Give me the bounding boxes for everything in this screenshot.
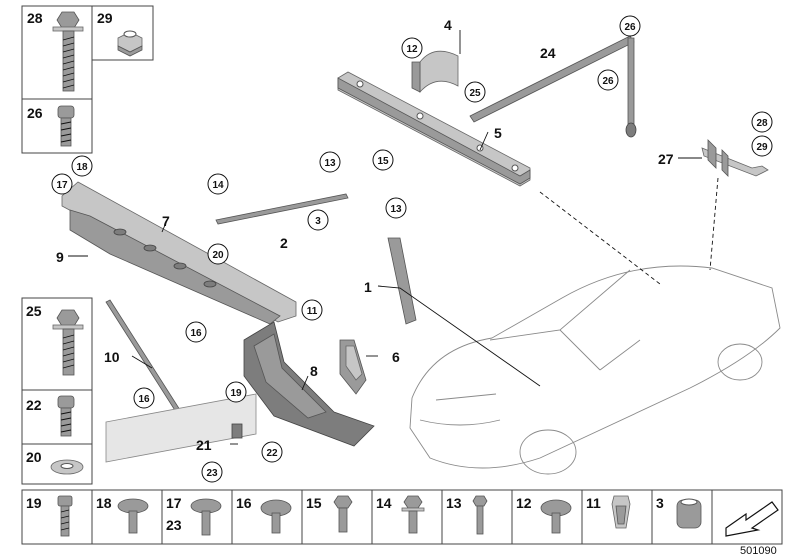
callout-22: 22 [266,448,278,459]
bottom-box-13: 13 [441,489,513,545]
leader-lines [68,30,719,445]
bottom-box-17-23: 17 23 [161,489,233,545]
box-26: 26 [21,98,93,154]
callout-14: 14 [212,180,224,191]
callout-15: 15 [377,156,389,167]
callout-23: 23 [206,468,218,479]
box-26-label: 26 [27,105,43,121]
box-20: 20 [21,443,93,485]
box-28-label: 28 [27,10,43,26]
callout-20: 20 [212,250,224,261]
box-22-label: 22 [26,397,42,413]
bottom-box-18-label: 18 [96,495,112,511]
circle-callouts: 12 26 26 25 15 28 29 18 17 14 13 3 13 20… [51,15,773,483]
callout-8: 8 [310,363,318,379]
callout-11: 11 [307,306,318,317]
part-24-strut [469,35,637,138]
bottom-box-14-label: 14 [376,495,392,511]
bottom-box-18: 18 [91,489,163,545]
callout-13a: 13 [324,158,336,169]
bottom-box-23-label: 23 [166,517,182,533]
callout-7: 7 [162,213,170,229]
part-27-bracket [701,139,769,177]
callout-18: 18 [76,162,88,173]
callout-5: 5 [494,125,502,141]
bottom-box-19-label: 19 [26,495,42,511]
bottom-box-19: 19 [21,489,93,545]
bottom-box-11: 11 [581,489,653,545]
part-1-strut [387,237,417,325]
arrow-box [711,489,783,545]
callout-29: 29 [756,142,768,153]
part-21-plate [105,393,257,463]
box-28: 28 [21,5,93,100]
bottom-box-12-label: 12 [516,495,532,511]
callout-21: 21 [196,437,212,453]
bottom-box-13-label: 13 [446,495,462,511]
box-22: 22 [21,389,93,445]
part-8-guide [243,321,375,447]
callout-12: 12 [406,44,418,55]
bottom-box-3: 3 [651,489,713,545]
arrow-icon [725,501,779,537]
callout-19: 19 [230,388,242,399]
box-25-label: 25 [26,303,42,319]
bottom-box-15: 15 [301,489,373,545]
callout-13b: 13 [390,204,402,215]
washer-icon [50,459,84,475]
part-5-carrier [337,71,531,187]
callout-17: 17 [56,180,68,191]
box-25: 25 [21,297,93,391]
callout-3: 3 [315,216,321,227]
callout-26b: 26 [602,76,614,87]
nut-icon [117,30,143,57]
box-29: 29 [91,5,154,61]
callout-16b: 16 [138,394,150,405]
part-7-panel [61,181,297,325]
bottom-box-12: 12 [511,489,583,545]
callout-16a: 16 [190,328,202,339]
callout-2: 2 [280,235,288,251]
callout-1: 1 [364,279,372,295]
part-2-rod [215,193,349,225]
car-outline [409,265,781,475]
part-6-bracket [339,339,367,395]
diagram-number: 501090 [740,545,777,557]
box-29-label: 29 [97,10,113,26]
callout-6: 6 [392,349,400,365]
bottom-box-11-label: 11 [586,495,601,511]
bolt-icon [52,11,84,92]
bottom-box-14: 14 [371,489,443,545]
bottom-box-17-label: 17 [166,495,182,511]
bottom-box-16-label: 16 [236,495,252,511]
callout-4: 4 [444,17,452,33]
callout-25: 25 [469,88,481,99]
callout-10: 10 [104,349,120,365]
bottom-box-15-label: 15 [306,495,322,511]
flange-bolt-icon [52,309,84,376]
callout-26a: 26 [624,22,636,33]
bottom-box-3-label: 3 [656,495,664,511]
callout-9: 9 [56,249,64,265]
screw-icon [57,105,75,147]
callout-28: 28 [756,118,768,129]
callout-27: 27 [658,151,674,167]
callout-24: 24 [540,45,556,61]
box-20-label: 20 [26,449,42,465]
screw-icon [57,395,75,437]
part-4-bracket [411,50,459,94]
bottom-box-16: 16 [231,489,303,545]
